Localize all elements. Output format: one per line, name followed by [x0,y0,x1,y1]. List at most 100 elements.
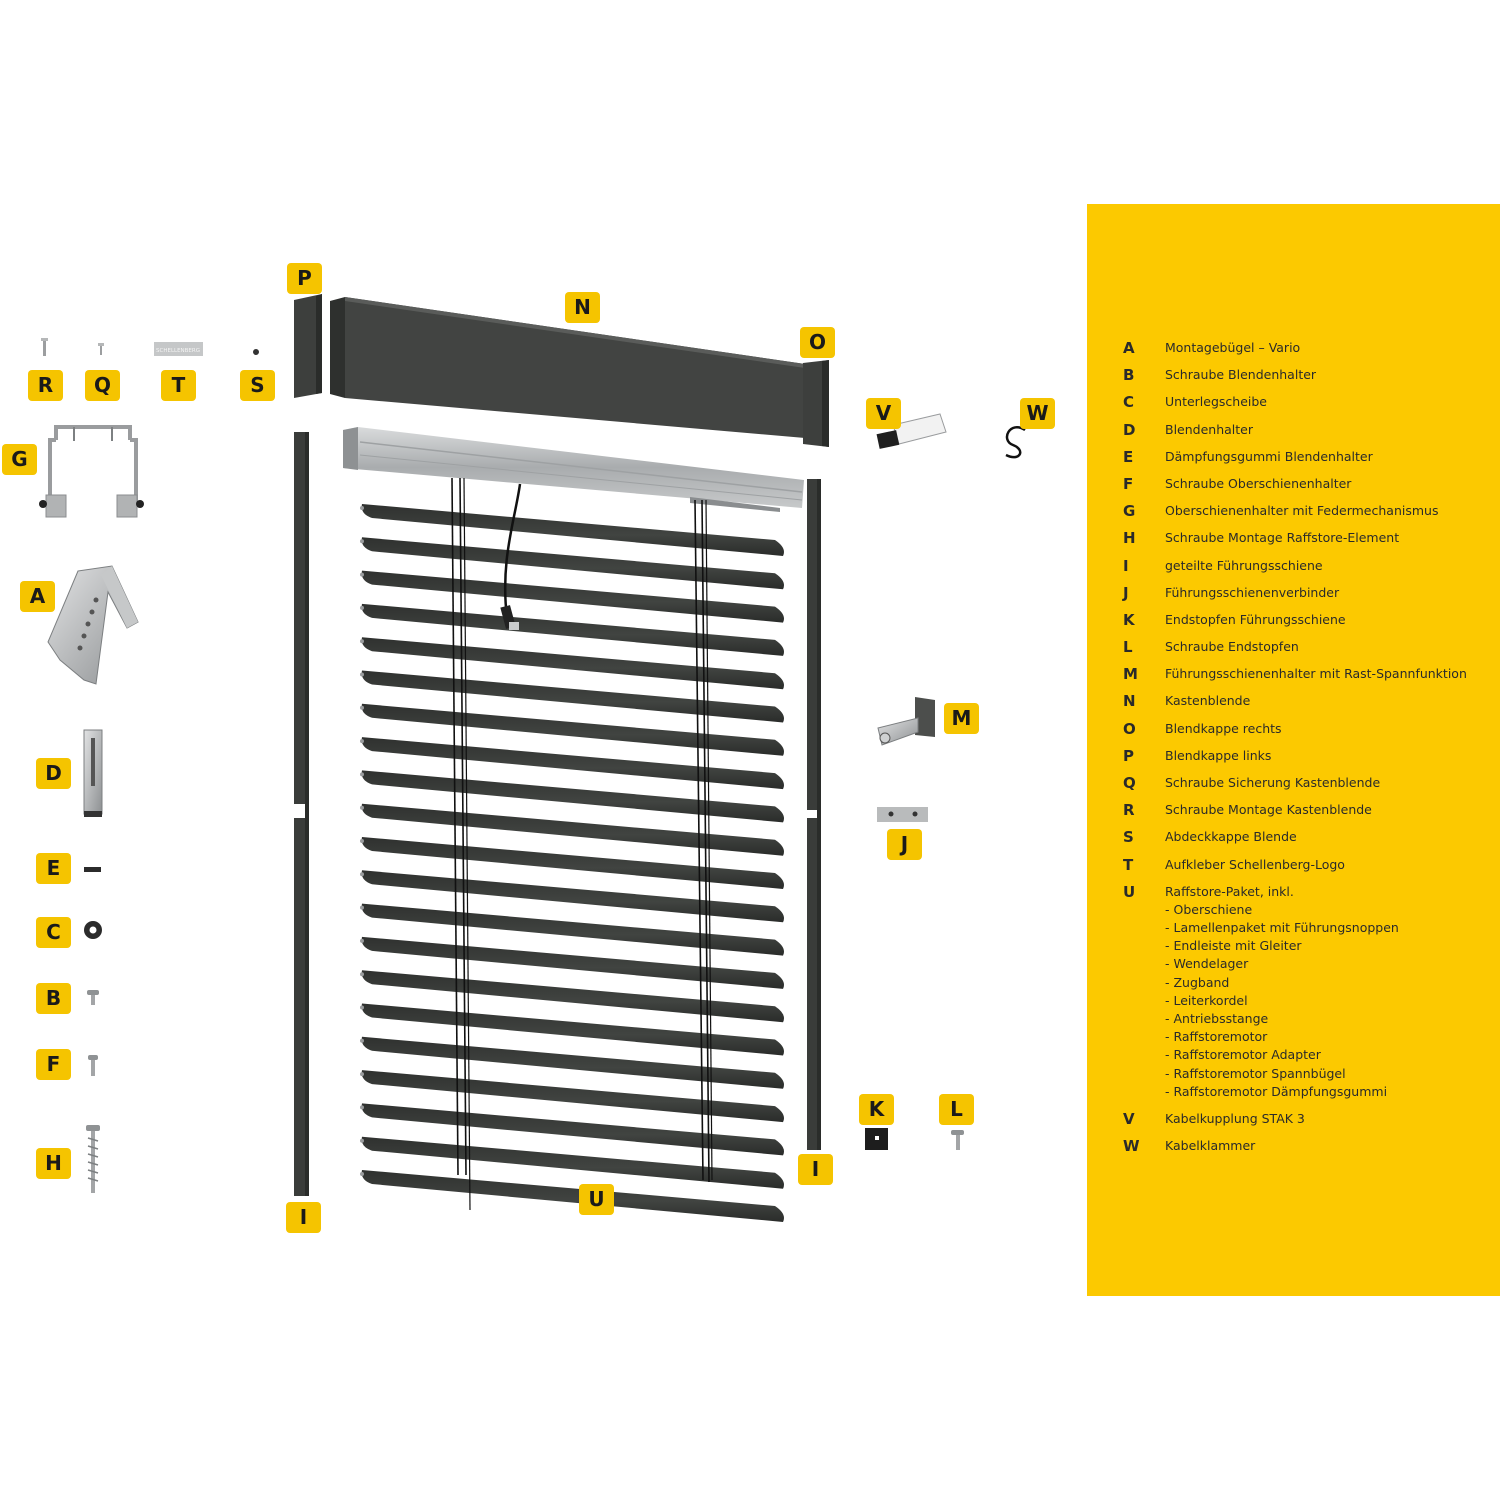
tag-r: R [28,370,63,401]
legend-letter: F [1123,474,1134,493]
damper-rubber-part [84,867,101,872]
legend-body: Raffstore-Paket, inkl.- Oberschiene- Lam… [1165,883,1399,1101]
slat [361,1036,784,1089]
legend-label: Blendkappe rechts [1165,720,1282,736]
legend-label: Montagebügel – Vario [1165,340,1301,355]
slat [361,970,784,1023]
screw-h-part [86,1125,100,1193]
legend-sub-item: - Antriebsstange [1165,1010,1269,1026]
legend-label: Kabelkupplung STAK 3 [1165,1111,1305,1127]
slat [361,570,784,623]
legend-label: Aufkleber Schellenberg-Logo [1165,856,1345,872]
legend-label: Dämpfungsgummi Blendenhalter [1165,448,1373,464]
legend-label: Schraube Oberschienenhalter [1165,475,1352,491]
legend-body: Endstopfen Führungsschiene [1165,611,1346,629]
cover-holder-part [83,729,103,817]
tag-f: F [36,1049,71,1080]
legend-letter: Q [1123,774,1136,792]
slat [361,770,784,823]
slat-guide-nub [360,972,364,977]
legend-sub-item: - Raffstoremotor Adapter [1165,1047,1321,1063]
slat-guide-nub [360,839,364,843]
tag-j: J [887,829,922,860]
legend-body: Schraube Montage Raffstore-Element [1165,529,1399,547]
legend-body: Blendkappe links [1165,747,1271,765]
legend-item: O Blendkappe rechts [1123,720,1467,738]
guide-rail-left-part [294,432,309,1196]
legend-label: Führungsschienenhalter mit Rast-Spannfun… [1165,666,1467,682]
slat [361,537,784,590]
tag-v: V [866,398,901,429]
tag-s: S [240,370,275,401]
screw-q-part [98,343,104,355]
legend-letter: C [1123,393,1135,412]
slat-guide-nub [360,872,364,877]
screw-l-part [951,1130,964,1150]
tag-p: P [287,263,322,294]
mounting-bracket-part [47,565,139,685]
legend-letter: B [1123,366,1135,385]
legend-item: D Blendenhalter [1123,421,1467,439]
legend-label: Blendenhalter [1165,421,1253,437]
legend-letter: D [1123,420,1136,439]
tag-o: O [800,327,835,358]
legend-body: Kastenblende [1165,692,1250,710]
slat-guide-nub [360,1105,364,1110]
slat-guide-nub [360,805,364,810]
legend-letter: L [1123,638,1133,657]
legend-letter: P [1123,746,1134,765]
rail-connector-part [877,807,928,822]
exploded-diagram: SCHELLENBERG [39,294,1026,1222]
box-cover-part [330,297,805,438]
legend-body: Kabelklammer [1165,1137,1255,1155]
sticker-text: SCHELLENBERG [156,348,200,354]
legend-item: Q Schraube Sicherung Kastenblende [1123,774,1467,792]
legend-label: Schraube Montage Raffstore-Element [1165,530,1400,546]
ladder-cords [451,477,713,1211]
slat [361,737,784,790]
end-stopper-part [865,1128,888,1150]
tag-e: E [36,853,71,884]
legend-letter: W [1123,1137,1140,1156]
legend-letter: G [1123,502,1136,521]
tag-k: K [859,1094,894,1125]
legend-body: Montagebügel – Vario [1165,339,1300,357]
legend-body: Schraube Sicherung Kastenblende [1165,774,1380,792]
slat-guide-nub [360,739,364,744]
legend-body: Schraube Endstopfen [1165,638,1299,656]
guide-rail-right-part [807,479,821,1150]
legend-sub-item: - Leiterkordel [1165,992,1248,1008]
tag-n: N [565,292,600,323]
legend-sub-item: - Raffstoremotor Spannbügel [1165,1065,1346,1081]
legend-sub-item: - Oberschiene [1165,901,1253,917]
slat-guide-nub [360,1072,364,1077]
tag-u: U [579,1184,614,1215]
tag-w: W [1020,398,1055,429]
slat [361,1003,784,1056]
legend-label: Schraube Sicherung Kastenblende [1165,775,1381,790]
tag-d: D [36,758,71,789]
guide-rail-holder-part [877,697,935,746]
legend-letter: S [1123,828,1134,847]
legend-letter: O [1123,719,1136,738]
legend-body: Schraube Montage Kastenblende [1165,801,1372,819]
legend-item: L Schraube Endstopfen [1123,638,1467,656]
cable-coupling-part [876,413,947,449]
cable-clip-part [1005,426,1026,459]
legend-sub-item: - Raffstoremotor [1165,1029,1268,1045]
legend-body: Blendenhalter [1165,421,1253,439]
slat-guide-nub [360,539,364,544]
legend-body: Führungsschienenhalter mit Rast-Spannfun… [1165,665,1467,683]
slat-guide-nub [360,506,364,510]
